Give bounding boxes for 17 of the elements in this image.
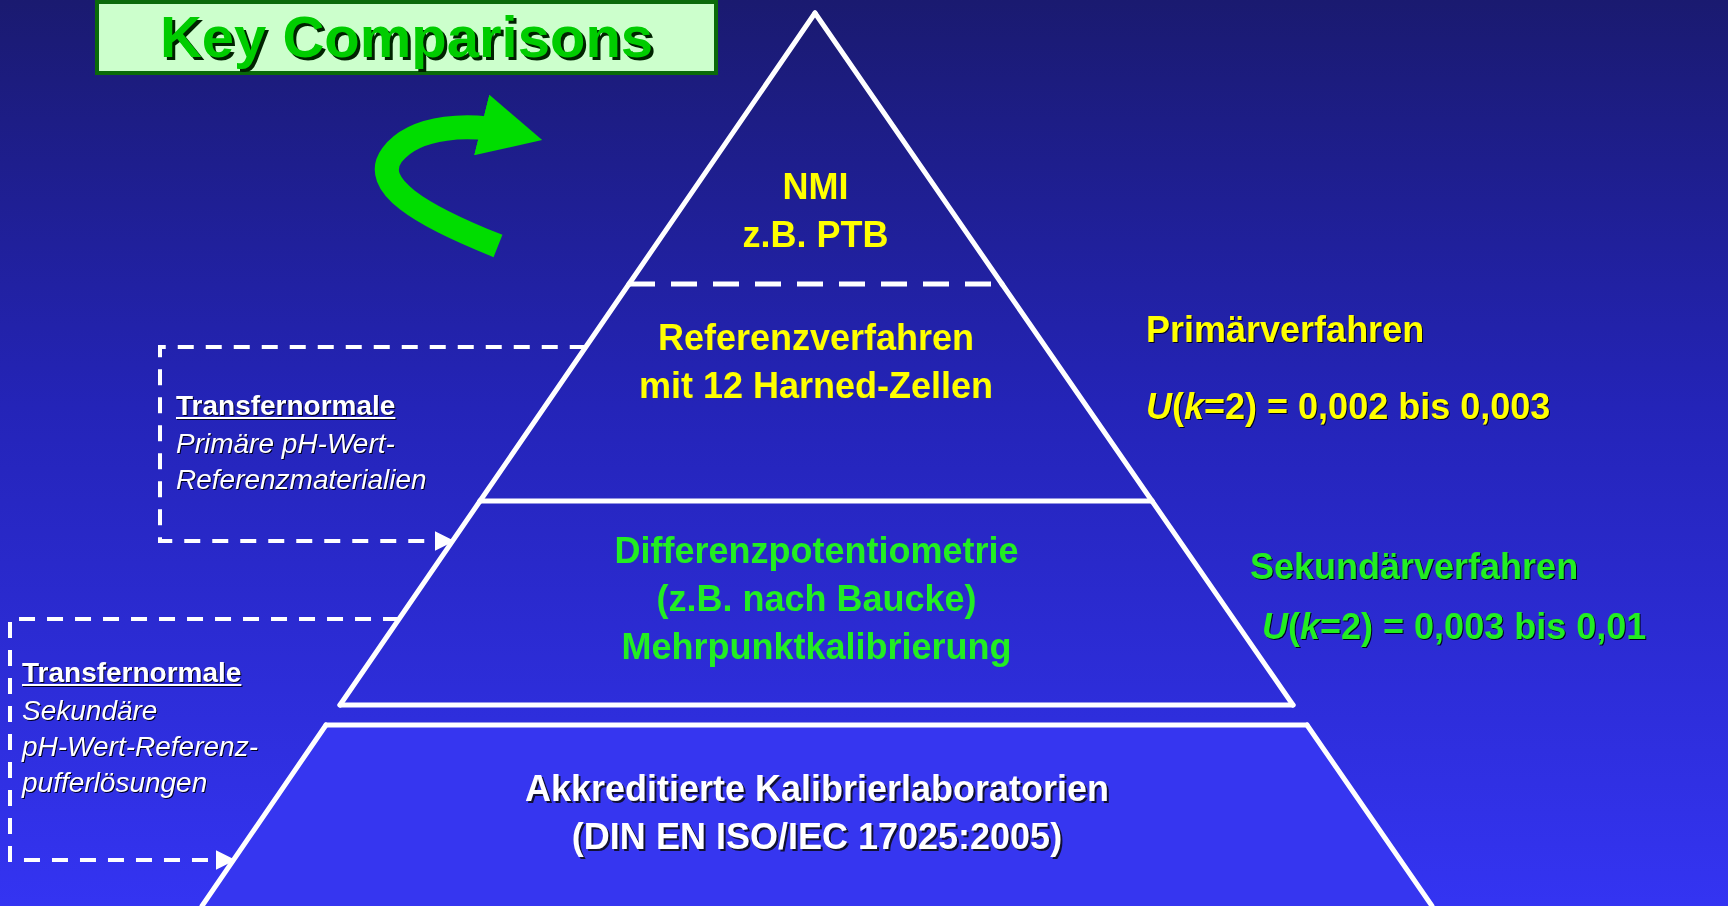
annotation-heading: Transfernormale <box>22 656 242 690</box>
level-heading: Primärverfahren <box>1146 308 1425 352</box>
curved-arrow <box>375 95 543 258</box>
uncertainty-value: U(k=2) = 0,003 bis 0,01 <box>1262 605 1647 649</box>
tier-label: Akkreditierte Kalibrierlaboratorien (DIN EN ISO/IEC 17025:2005) <box>524 767 1110 859</box>
tier-label: NMI <box>782 165 849 209</box>
level-heading: Sekundärverfahren <box>1250 545 1579 589</box>
title-box: Key Comparisons <box>95 0 718 75</box>
annotation-text: Primäre pH-Wert-Referenzmaterialien <box>176 427 428 497</box>
dashed-arrow <box>8 617 399 870</box>
tier-label: Differenzpotentiometrie (z.B. nach Baucke) Mehrpunktkalibrierung <box>614 529 1019 669</box>
tier-label: z.B. PTB <box>742 213 889 257</box>
dashed-arrow <box>158 345 586 551</box>
annotation-heading: Transfernormale <box>176 389 396 423</box>
tier-label: Referenzverfahren mit 12 Harned-Zellen <box>638 316 994 408</box>
annotation-text: Sekundäre pH-Wert-Referenz-pufferlösungen <box>22 694 259 800</box>
uncertainty-value: U(k=2) = 0,002 bis 0,003 <box>1146 385 1551 429</box>
